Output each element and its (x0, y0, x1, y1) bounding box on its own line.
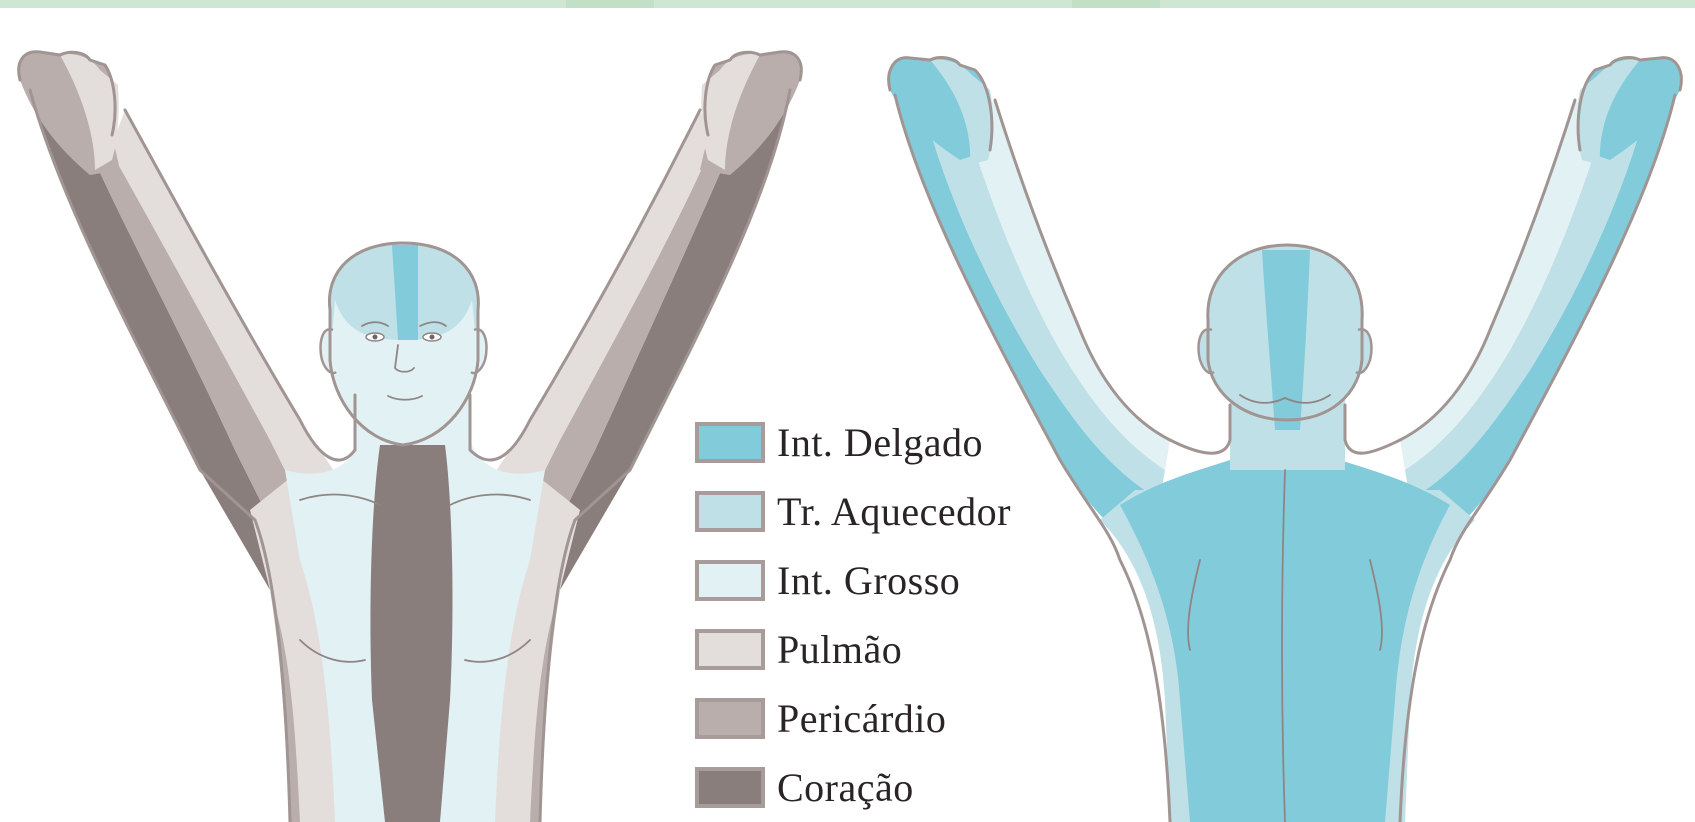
legend-label: Pericárdio (777, 695, 946, 742)
legend-label: Tr. Aquecedor (777, 488, 1011, 535)
front-torso-coracao (370, 445, 452, 822)
legend-item-pericardio: Pericárdio (695, 684, 1075, 753)
legend: Int. Delgado Tr. Aquecedor Int. Grosso P… (695, 408, 1075, 822)
legend-item-int-grosso: Int. Grosso (695, 546, 1075, 615)
legend-item-coracao: Coração (695, 753, 1075, 822)
legend-swatch (695, 629, 765, 670)
legend-swatch (695, 698, 765, 739)
legend-label: Int. Delgado (777, 419, 983, 466)
legend-swatch (695, 491, 765, 532)
legend-item-pulmao: Pulmão (695, 615, 1075, 684)
front-body-figure (19, 52, 802, 822)
legend-swatch (695, 422, 765, 463)
legend-label: Coração (777, 764, 914, 811)
legend-swatch (695, 767, 765, 808)
legend-swatch (695, 560, 765, 601)
legend-label: Pulmão (777, 626, 902, 673)
legend-item-tr-aquecedor: Tr. Aquecedor (695, 477, 1075, 546)
legend-item-int-delgado: Int. Delgado (695, 408, 1075, 477)
legend-label: Int. Grosso (777, 557, 960, 604)
